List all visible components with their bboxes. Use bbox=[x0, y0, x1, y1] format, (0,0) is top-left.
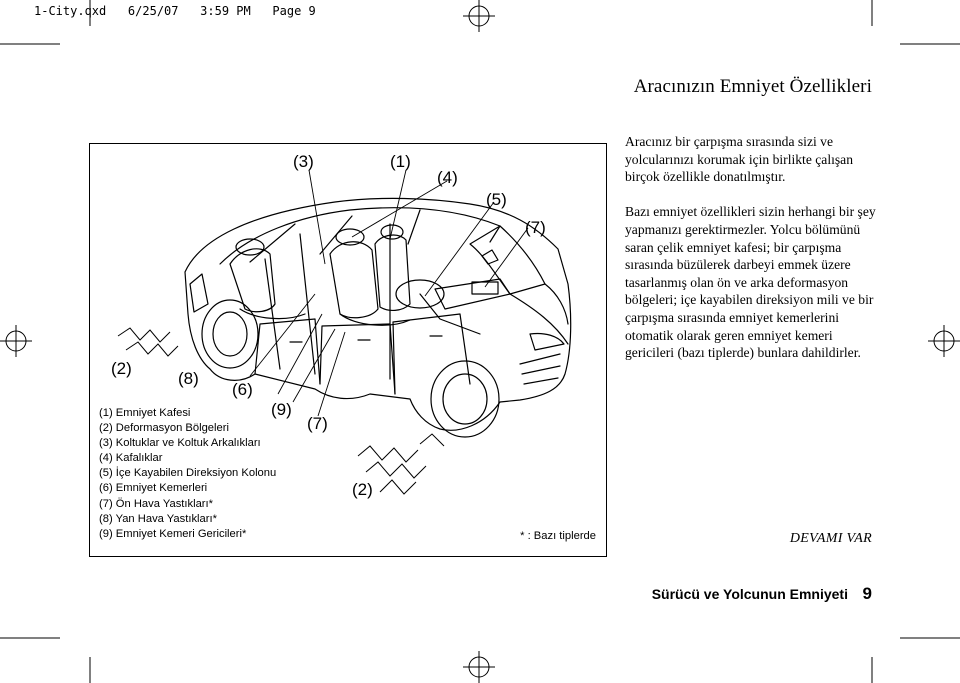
safety-features-figure: (3) (1) (4) (5) (7) (2) (8) (6) (9) (7) … bbox=[89, 143, 607, 557]
paragraph-intro: Aracınız bir çarpışma sırasında sizi ve … bbox=[625, 134, 854, 185]
legend-item: (6) Emniyet Kemerleri bbox=[99, 482, 208, 495]
figure-footnote: * : Bazı tiplerde bbox=[520, 530, 596, 542]
body-text: Aracınız bir çarpışma sırasında sizi ve … bbox=[625, 133, 877, 379]
callout-1: (1) bbox=[390, 152, 411, 171]
callout-7-mid: (7) bbox=[307, 414, 328, 433]
callout-6: (6) bbox=[232, 380, 253, 399]
legend-item: (7) Ön Hava Yastıkları* bbox=[99, 497, 213, 510]
callout-3: (3) bbox=[293, 152, 314, 171]
section-title: Aracınızın Emniyet Özellikleri bbox=[633, 76, 872, 97]
legend-item: (3) Koltuklar ve Koltuk Arkalıkları bbox=[99, 437, 261, 450]
footer-title: Sürücü ve Yolcunun Emniyeti bbox=[651, 586, 848, 602]
legend-item: (2) Deformasyon Bölgeleri bbox=[99, 422, 229, 435]
legend-item: (5) İçe Kayabilen Direksiyon Kolonu bbox=[99, 467, 277, 480]
callout-9: (9) bbox=[271, 400, 292, 419]
legend-item: (4) Kafalıklar bbox=[99, 452, 163, 465]
callout-7-top: (7) bbox=[525, 218, 546, 237]
legend-item: (1) Emniyet Kafesi bbox=[99, 407, 191, 419]
page-number: 9 bbox=[862, 584, 872, 603]
figure-legend: (1) Emniyet Kafesi (2) Deformasyon Bölge… bbox=[99, 406, 276, 542]
callout-8: (8) bbox=[178, 369, 199, 388]
print-slug: 1-City.qxd 6/25/07 3:59 PM Page 9 bbox=[34, 4, 316, 18]
continued-label: DEVAMI VAR bbox=[789, 531, 872, 546]
legend-item: (9) Emniyet Kemeri Gericileri* bbox=[99, 527, 247, 540]
callout-2-bottom: (2) bbox=[352, 480, 373, 499]
callout-2-left: (2) bbox=[111, 359, 132, 378]
paragraph-details: Bazı emniyet özellikleri sizin herhangi … bbox=[625, 204, 876, 361]
legend-item: (8) Yan Hava Yastıkları* bbox=[99, 512, 217, 525]
callout-4: (4) bbox=[437, 168, 458, 187]
callout-5: (5) bbox=[486, 190, 507, 209]
car-cutaway-illustration bbox=[117, 169, 572, 495]
